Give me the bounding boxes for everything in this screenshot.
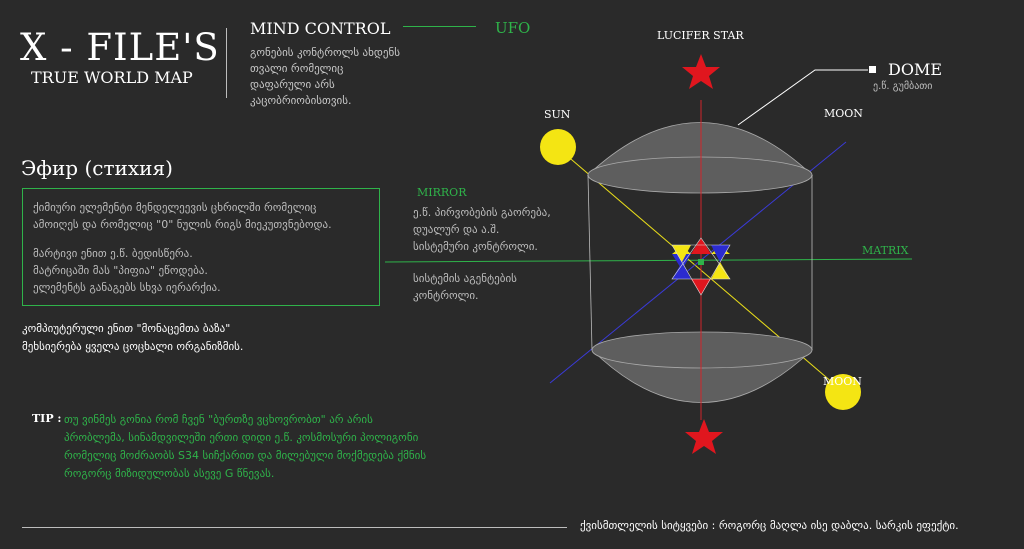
moon-label: MOON [824,107,863,120]
computer-line: კომპიუტერული ენით "მონაცემთა ბაზა" [22,322,231,335]
ether-line: ქიმიური ელემენტი მენდელეევის ცხრილში რომ… [33,201,317,214]
mind-desc-line: დაფარული არს [250,78,335,91]
hexagram-top-red [691,238,711,254]
hexagram-topleft-yellow [672,245,691,262]
system-agents-description: სისტემის აგენტების კონტროლი. [413,270,583,304]
hexagram-bottom-red [691,279,711,295]
mirror-desc-line: დუალურ და ა.შ. [413,223,500,236]
moon-top-icon [832,128,859,161]
hexagram-left-blue [672,254,691,270]
ether-info-box: ქიმიური ელემენტი მენდელეევის ცხრილში რომ… [22,188,380,306]
hexagram-bottomright-yellow [711,262,730,279]
lucifer-star-bottom-icon [685,419,723,454]
lucifer-star-top-icon [682,54,720,89]
mind-control-description: გონების კონტროლს ახდენს თვალი რომელიც და… [250,45,440,109]
mirror-description: ე.წ. პირვობების გაორება, დუალურ და ა.შ. … [413,204,583,255]
ether-line: ამოიღეს და რომელიც "0" ნულის რიგს მიეკუთ… [33,218,332,231]
matrix-axis [384,258,913,263]
mirror-desc-line: სისტემური კონტროლი. [413,240,538,253]
ether-paragraph-1: ქიმიური ელემენტი მენდელეევის ცხრილში რომ… [33,199,373,233]
map-title: X - FILE'S [20,26,220,69]
tip-line: რომელიც მოძრაობს S34 სიჩქარით და მილებულ… [64,449,427,462]
mirror-desc-line: ე.წ. პირვობების გაორება, [413,206,551,219]
hexagram-topright-blue [711,245,730,262]
moon-bottom-label: MOON [823,375,862,388]
mind-control-label: MIND CONTROL [250,19,391,38]
ether-heading: Эфир (стихия) [21,156,173,180]
mind-desc-line: თვალი რომელიც [250,62,344,75]
top-ellipse [587,156,813,194]
map-subtitle: TRUE WORLD MAP [31,68,193,87]
mind-ufo-connector [403,26,476,27]
mason-words: ქვისმთლელის სიტყვები : როგორც მაღლა ისე … [580,519,959,532]
dome-pointer-square [869,66,876,73]
ether-line: მარტივი ენით ე.წ. ბედისწერა. [33,247,193,260]
lucifer-star-label: LUCIFER STAR [657,29,744,42]
tip-text: თუ ვინმეს გონია რომ ჩვენ "ბურთზე ვცხოვრო… [64,411,484,483]
tip-label: TIP : [32,412,62,425]
bottom-ellipse [591,331,813,369]
ufo-label: UFO [495,19,531,37]
hexagram-outline-up [671,237,731,280]
bottom-divider [22,527,567,528]
dome-sublabel: ე.წ. გუმბათი [873,81,933,92]
hexagram-center-dot [698,259,704,265]
hexagram-bottomleft-blue [672,262,691,279]
dome-pointer-line [737,69,868,126]
moon-bottom-icon [535,365,556,402]
sun-top-icon [540,129,576,165]
mind-desc-line: გონების კონტროლს ახდენს [250,46,400,59]
tip-line: პრობლემა, სინამდვილეში ერთი დიდი ე.წ. კო… [64,431,419,444]
ether-paragraph-2: მარტივი ენით ე.წ. ბედისწერა. მატრიცაში მ… [33,245,373,296]
ether-line: მატრიცაში მას "პიფია" ეწოდება. [33,264,208,277]
mirror-label: MIRROR [417,186,467,199]
sun-label: SUN [544,108,571,121]
tip-line: თუ ვინმეს გონია რომ ჩვენ "ბურთზე ვცხოვრო… [64,413,373,426]
header-divider [226,28,227,98]
computer-language-note: კომპიუტერული ენით "მონაცემთა ბაზა" მეხსი… [22,320,382,356]
computer-line: მეხსიერება ყველა ცოცხალი ორგანიზმის. [22,340,244,353]
cylinder-left-wall [587,174,593,351]
ether-line: ელემენტს განაგებს სხვა იერარქია. [33,281,221,294]
tip-line: როგორც მიზიდულობას ასევე G წნევას. [64,467,275,480]
matrix-label: MATRIX [862,244,909,257]
sun-bottom-icon [825,374,861,410]
system-desc-line: კონტროლი. [413,289,479,302]
dome-label: DOME [888,60,943,79]
hexagram-outline-down [671,244,731,296]
mind-desc-line: კაცობრიობისთვის. [250,94,352,107]
system-desc-line: სისტემის აგენტების [413,272,517,285]
